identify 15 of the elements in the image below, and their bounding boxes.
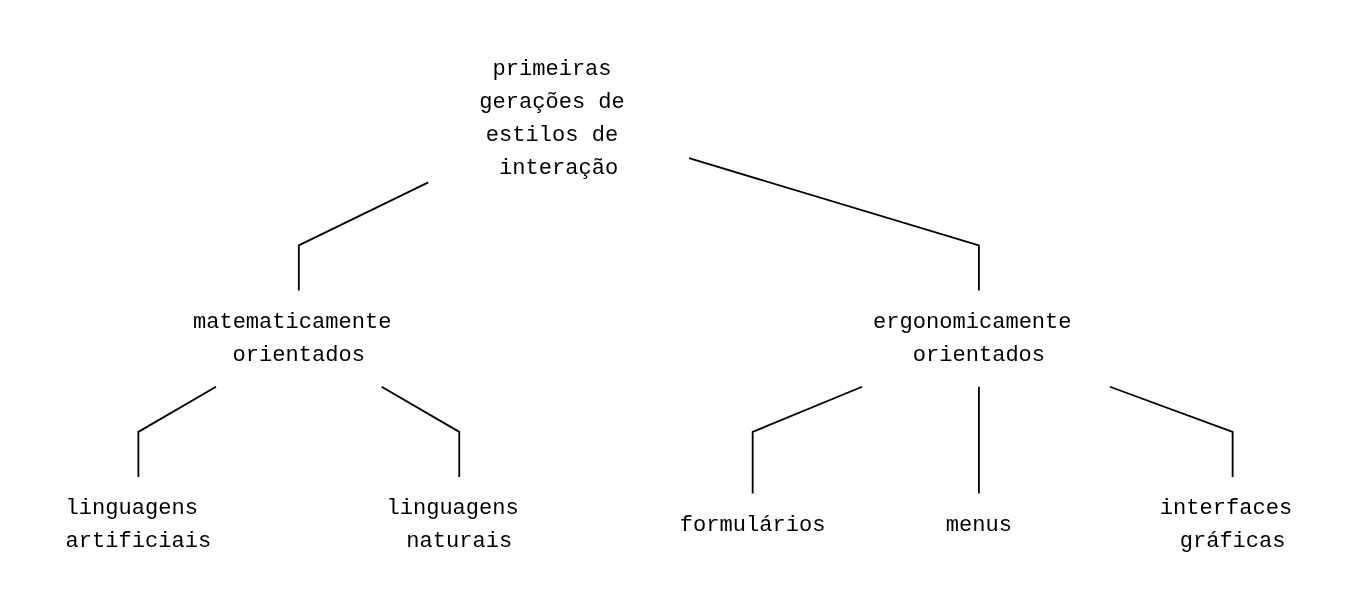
node-text: ergonomicamente orientados xyxy=(873,309,1072,368)
connector xyxy=(1108,385,1234,478)
node-text: linguagens artificiais xyxy=(65,496,212,555)
node-text: primeiras gerações de estilos de interação xyxy=(479,56,625,182)
node-text: interfaces gráficas xyxy=(1159,496,1293,555)
connector xyxy=(688,157,980,292)
node-text: matematicamente orientados xyxy=(192,309,392,368)
connector xyxy=(297,181,430,292)
node-text: formulários xyxy=(679,512,826,538)
connector xyxy=(978,385,980,495)
connector xyxy=(380,385,461,478)
node-text: menus xyxy=(945,512,1013,538)
node-text: linguagens naturais xyxy=(386,496,519,555)
connector xyxy=(751,385,864,495)
connector xyxy=(137,385,217,478)
